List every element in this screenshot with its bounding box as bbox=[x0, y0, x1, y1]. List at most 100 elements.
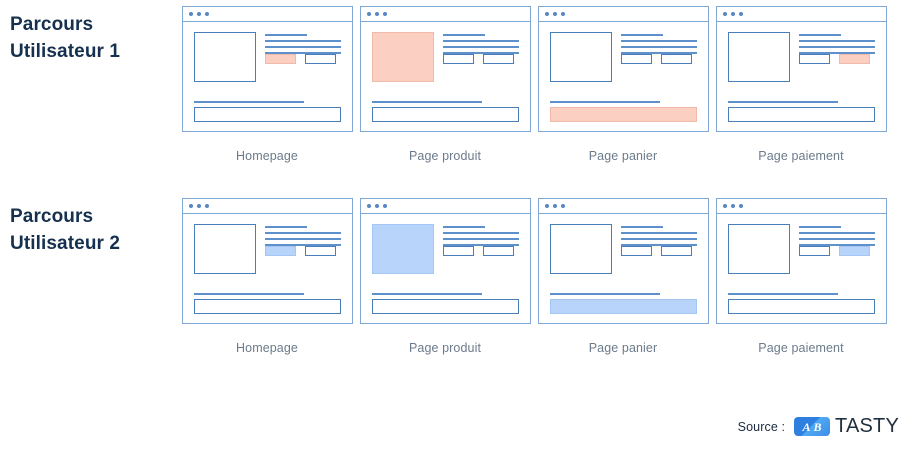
content-lower bbox=[371, 101, 519, 122]
hero-image-placeholder bbox=[371, 224, 434, 274]
text-line bbox=[798, 40, 875, 42]
text-line bbox=[798, 34, 842, 36]
text-lines bbox=[798, 34, 875, 54]
section-rule bbox=[549, 293, 660, 295]
browser-mockup bbox=[181, 6, 353, 132]
text-line bbox=[442, 226, 486, 228]
section-rule bbox=[193, 101, 304, 103]
text-line bbox=[798, 238, 875, 240]
secondary-button-placeholder[interactable] bbox=[304, 54, 336, 64]
secondary-button-placeholder[interactable] bbox=[482, 54, 514, 64]
window-dot-icon bbox=[204, 12, 209, 16]
window-dot-icon bbox=[188, 12, 193, 16]
content-right-column bbox=[442, 224, 519, 256]
journey-2-card-page-panier[interactable]: Page panier bbox=[534, 198, 712, 355]
window-dot-icon bbox=[730, 204, 735, 208]
primary-button-placeholder[interactable] bbox=[442, 54, 474, 64]
browser-mockup bbox=[181, 198, 353, 324]
secondary-button-placeholder[interactable] bbox=[838, 246, 870, 256]
browser-viewport bbox=[361, 214, 530, 323]
content-upper bbox=[193, 224, 341, 274]
text-line bbox=[620, 46, 697, 48]
card-label: Page produit bbox=[408, 341, 482, 355]
section-rule bbox=[371, 101, 482, 103]
journey-2-title-line-1: Parcours bbox=[10, 206, 94, 227]
content-lower bbox=[727, 293, 875, 314]
window-dot-icon bbox=[188, 204, 193, 208]
button-row bbox=[264, 246, 341, 256]
text-lines bbox=[442, 226, 519, 246]
text-line bbox=[264, 46, 341, 48]
primary-button-placeholder[interactable] bbox=[620, 246, 652, 256]
wide-bar-placeholder[interactable] bbox=[371, 299, 519, 314]
user-journey-row-2: Parcours Utilisateur 2 bbox=[0, 198, 917, 355]
secondary-button-placeholder[interactable] bbox=[482, 246, 514, 256]
content-lower bbox=[193, 101, 341, 122]
journey-1-cards: Homepage bbox=[178, 6, 890, 163]
browser-viewport bbox=[539, 22, 708, 131]
primary-button-placeholder[interactable] bbox=[264, 246, 296, 256]
journey-2-title-line-2: Utilisateur 2 bbox=[10, 232, 121, 254]
secondary-button-placeholder[interactable] bbox=[660, 246, 692, 256]
hero-image-placeholder bbox=[727, 224, 790, 274]
window-dot-icon bbox=[552, 204, 557, 208]
hero-image-placeholder bbox=[193, 32, 256, 82]
wide-bar-placeholder[interactable] bbox=[193, 107, 341, 122]
journey-2-cards: Homepage bbox=[178, 198, 890, 355]
text-line bbox=[442, 238, 519, 240]
primary-button-placeholder[interactable] bbox=[798, 54, 830, 64]
secondary-button-placeholder[interactable] bbox=[304, 246, 336, 256]
wide-bar-placeholder[interactable] bbox=[371, 107, 519, 122]
browser-mockup bbox=[359, 6, 531, 132]
content-upper bbox=[371, 32, 519, 82]
abtasty-logo[interactable]: A B TASTY bbox=[794, 415, 899, 438]
journey-1-card-page-paiement[interactable]: Page paiement bbox=[712, 6, 890, 163]
wide-bar-placeholder[interactable] bbox=[727, 299, 875, 314]
text-line bbox=[620, 52, 697, 54]
browser-titlebar bbox=[538, 7, 708, 22]
window-dot-icon bbox=[552, 12, 557, 16]
secondary-button-placeholder[interactable] bbox=[838, 54, 870, 64]
window-dot-icon bbox=[382, 204, 387, 208]
text-line bbox=[264, 34, 308, 36]
journey-2-card-homepage[interactable]: Homepage bbox=[178, 198, 356, 355]
wide-bar-placeholder[interactable] bbox=[549, 107, 697, 122]
section-rule bbox=[193, 293, 304, 295]
card-label: Page panier bbox=[588, 149, 658, 163]
abtasty-logo-wordmark: TASTY bbox=[835, 415, 899, 437]
content-upper bbox=[727, 224, 875, 274]
logo-glyph-a: A bbox=[802, 419, 811, 434]
text-line bbox=[264, 244, 341, 246]
text-line bbox=[442, 244, 519, 246]
source-label: Source : bbox=[737, 419, 786, 434]
window-dot-icon bbox=[738, 12, 743, 16]
window-dot-icon bbox=[374, 204, 379, 208]
text-line bbox=[442, 46, 519, 48]
primary-button-placeholder[interactable] bbox=[798, 246, 830, 256]
content-right-column bbox=[620, 32, 697, 64]
button-row bbox=[620, 54, 697, 64]
hero-image-placeholder bbox=[193, 224, 256, 274]
primary-button-placeholder[interactable] bbox=[620, 54, 652, 64]
primary-button-placeholder[interactable] bbox=[442, 246, 474, 256]
journey-2-card-page-produit[interactable]: Page produit bbox=[356, 198, 534, 355]
journey-1-title-line-2: Utilisateur 1 bbox=[10, 40, 121, 62]
journey-1-title-line-1: Parcours bbox=[10, 14, 94, 35]
journey-1-card-homepage[interactable]: Homepage bbox=[178, 6, 356, 163]
browser-mockup bbox=[715, 6, 887, 132]
journey-2-card-page-paiement[interactable]: Page paiement bbox=[712, 198, 890, 355]
text-lines bbox=[798, 226, 875, 246]
content-lower bbox=[727, 101, 875, 122]
secondary-button-placeholder[interactable] bbox=[660, 54, 692, 64]
wide-bar-placeholder[interactable] bbox=[193, 299, 341, 314]
wide-bar-placeholder[interactable] bbox=[549, 299, 697, 314]
card-label: Page panier bbox=[588, 341, 658, 355]
wide-bar-placeholder[interactable] bbox=[727, 107, 875, 122]
journey-1-card-page-panier[interactable]: Page panier bbox=[534, 6, 712, 163]
browser-viewport bbox=[717, 214, 886, 323]
primary-button-placeholder[interactable] bbox=[264, 54, 296, 64]
journey-1-card-page-produit[interactable]: Page produit bbox=[356, 6, 534, 163]
journey-1-title: Parcours Utilisateur 1 bbox=[0, 6, 178, 66]
text-line bbox=[442, 52, 519, 54]
hero-image-placeholder bbox=[727, 32, 790, 82]
